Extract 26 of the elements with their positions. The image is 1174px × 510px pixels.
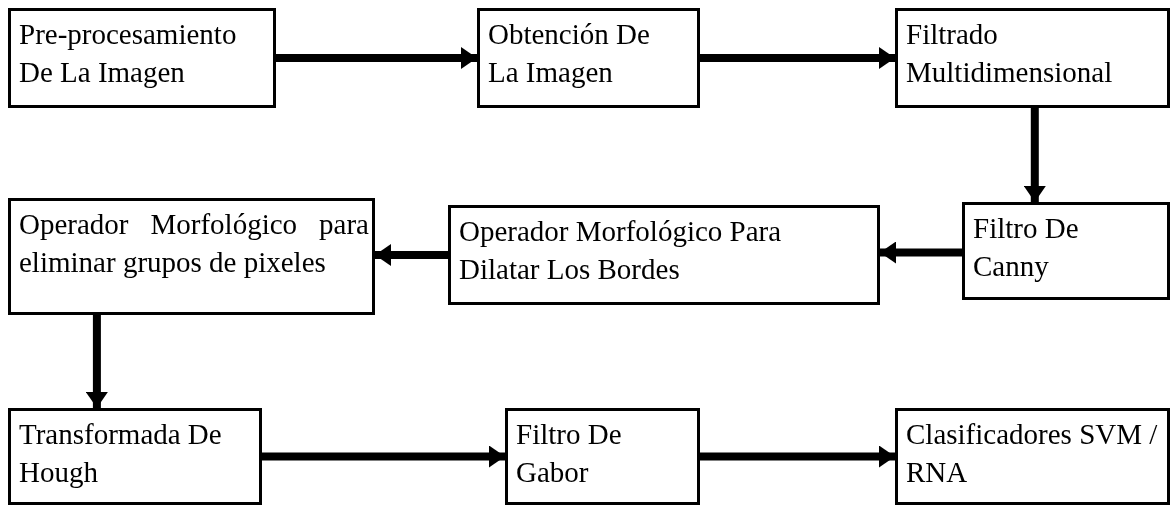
- arrow: [700, 47, 895, 69]
- box-label: Filtrado Multidimensional: [906, 17, 1114, 90]
- box-label: Filtro De Canny: [973, 211, 1080, 284]
- arrow: [1023, 108, 1046, 202]
- process-box: [8, 198, 375, 315]
- box-label: Transformada De Hough: [19, 417, 223, 490]
- box-label: Obtención De La Imagen: [488, 17, 651, 90]
- process-box: [962, 202, 1170, 300]
- box-label: Operador Morfológico para eliminar grupos de pixeles: [19, 207, 369, 280]
- box-label: Pre-procesamiento De La Imagen: [19, 17, 238, 90]
- box-label: Operador Morfológico Para Dilatar Los Bordes: [459, 214, 783, 287]
- process-box: [895, 8, 1170, 108]
- box-label: Filtro De Gabor: [516, 417, 623, 490]
- arrow: [276, 47, 477, 69]
- arrow: [880, 241, 962, 264]
- process-box: [895, 408, 1170, 505]
- arrow: [262, 445, 505, 468]
- process-box: [477, 8, 700, 108]
- process-box: [448, 205, 880, 305]
- arrow: [375, 244, 448, 266]
- process-box: [8, 408, 262, 505]
- process-box: [8, 8, 276, 108]
- box-label: Clasificadores SVM / RNA: [906, 417, 1159, 490]
- arrow: [700, 445, 895, 468]
- process-box: [505, 408, 700, 505]
- arrow: [85, 315, 108, 408]
